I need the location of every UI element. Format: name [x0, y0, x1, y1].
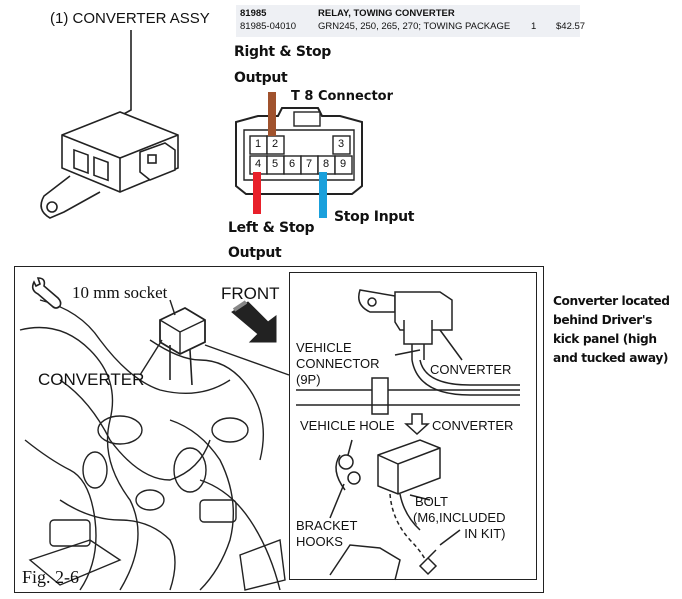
pin-3: 3: [338, 138, 345, 150]
inset-illustration: [296, 289, 520, 581]
left-stop-output-label: Output: [228, 245, 282, 261]
stop-input-wire: [319, 172, 327, 218]
part-number-2: 81985-04010: [240, 21, 296, 32]
left-stop-wire: [253, 172, 261, 214]
pin-9: 9: [340, 158, 347, 170]
pin-7: 7: [306, 158, 313, 170]
pin-2: 2: [272, 138, 279, 150]
right-stop-wire: [268, 92, 276, 136]
part-qty: 1: [531, 21, 537, 32]
pin-8: 8: [323, 158, 330, 170]
converter-assy-illustration: [40, 30, 179, 219]
figure-number: Fig. 2-6: [22, 567, 80, 587]
stop-input-label: Stop Input: [334, 209, 415, 225]
part-description-1: RELAY, TOWING CONVERTER: [318, 8, 455, 19]
converter-mid-label: CONVERTER: [432, 418, 514, 433]
t8-connector-drawing: [235, 107, 363, 195]
wrench-icon: [31, 277, 62, 309]
converter-label: CONVERTER: [38, 370, 145, 389]
part-price: $42.57: [556, 21, 586, 32]
part-description-2: GRN245, 250, 265, 270; TOWING PACKAGE: [318, 21, 511, 32]
vehicle-connector-label: VEHICLE CONNECTOR (9P): [296, 340, 380, 387]
left-stop-label: Left & Stop: [228, 220, 315, 236]
pin-4: 4: [255, 158, 262, 170]
engine-bay-illustration: [19, 299, 290, 591]
pin-1: 1: [255, 138, 262, 150]
part-title: (1) CONVERTER ASSY: [50, 10, 210, 27]
bracket-hooks-label: BRACKET HOOKS: [296, 518, 358, 549]
right-stop-label: Right & Stop: [234, 44, 332, 60]
inset-frame: [289, 272, 537, 580]
connector-name: T 8 Connector: [291, 89, 394, 104]
vehicle-hole-label: VEHICLE HOLE: [300, 418, 395, 433]
figure-frame: [14, 266, 544, 593]
socket-label: 10 mm socket: [72, 283, 168, 302]
parts-table: 81985 RELAY, TOWING CONVERTER 81985-0401…: [236, 5, 585, 37]
part-number-1: 81985: [240, 8, 267, 19]
pin-5: 5: [272, 158, 279, 170]
converter-top-label: CONVERTER: [430, 362, 512, 377]
bolt-label: BOLT (M6,INCLUDED IN KIT): [413, 494, 506, 541]
location-note: Converter located behind Driver's kick p…: [553, 294, 670, 365]
front-label: FRONT: [221, 284, 280, 303]
front-arrow-icon: [231, 300, 277, 343]
right-stop-output-label: Output: [234, 70, 288, 86]
pin-6: 6: [289, 158, 296, 170]
